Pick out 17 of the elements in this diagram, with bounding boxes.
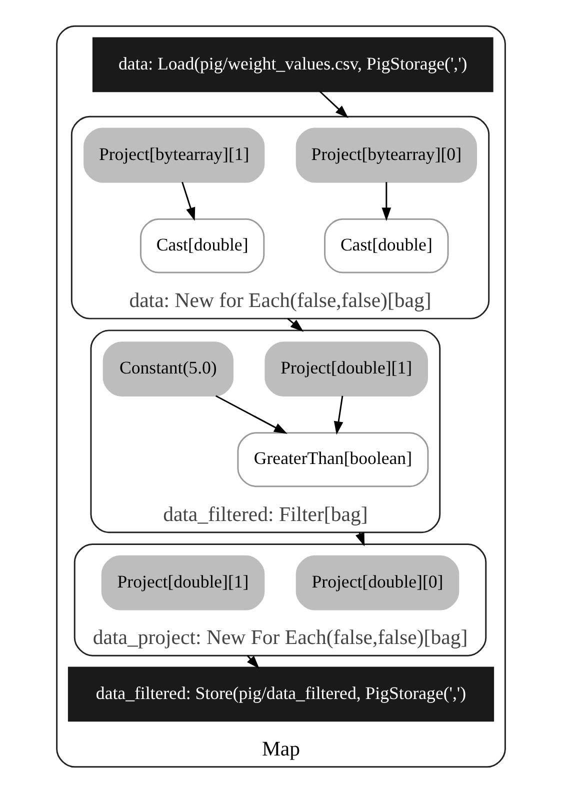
node-box: Cast[double] bbox=[324, 218, 448, 274]
node-box: data: Load(pig/weight_values.csv, PigStorage(',') bbox=[92, 37, 493, 92]
arrow bbox=[333, 396, 343, 435]
arrow bbox=[215, 395, 287, 434]
node-box: Project[double][1] bbox=[264, 342, 428, 396]
node-box: GreaterThan[boolean] bbox=[236, 432, 428, 488]
arrow bbox=[181, 182, 195, 221]
node-box: Project[double][1] bbox=[100, 555, 264, 610]
arrow bbox=[381, 182, 391, 221]
arrow bbox=[286, 318, 304, 332]
node-box: Project[bytearray][1] bbox=[83, 128, 264, 183]
node-box: data_filtered: Store(pig/data_filtered, PigStorage(',') bbox=[67, 666, 494, 722]
node-box: Project[double][0] bbox=[295, 555, 459, 610]
arrow bbox=[318, 90, 348, 118]
node-box: Constant(5.0) bbox=[102, 342, 233, 396]
node-box: Cast[double] bbox=[139, 218, 264, 274]
node-box: Project[bytearray][0] bbox=[295, 128, 476, 183]
